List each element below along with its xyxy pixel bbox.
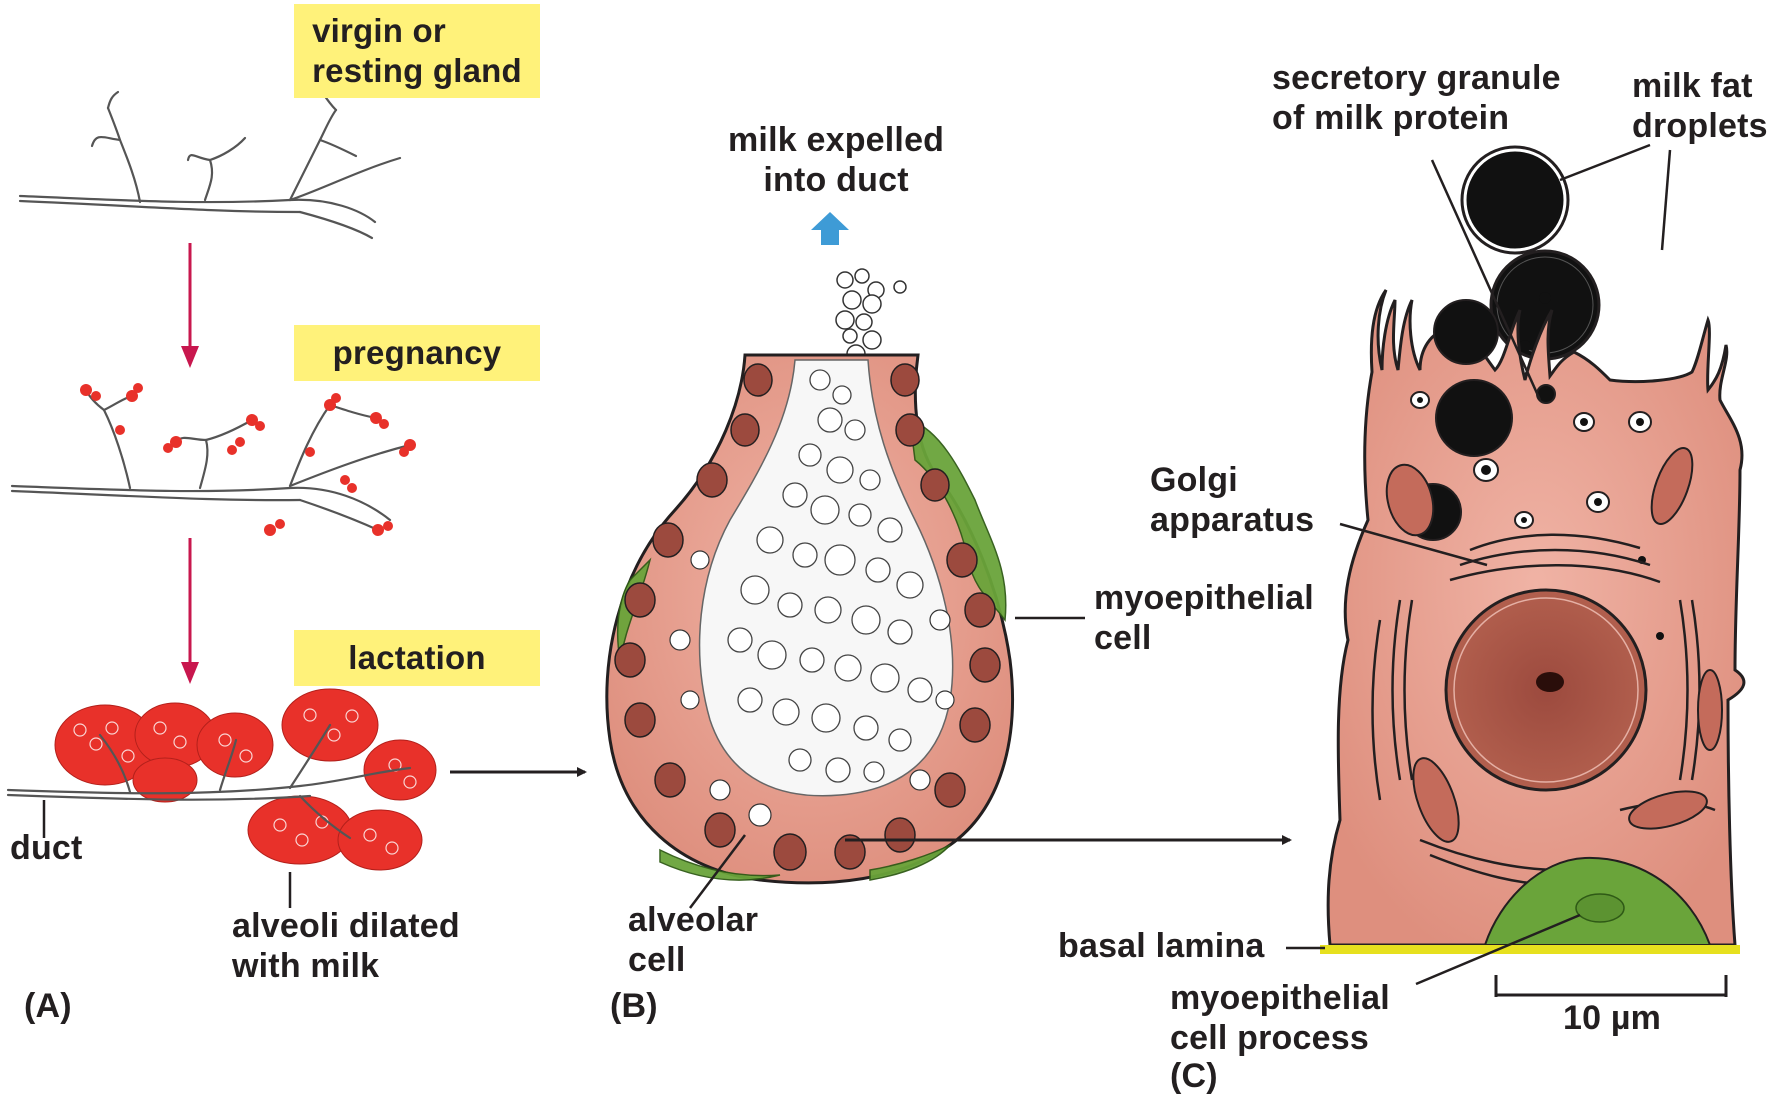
panel-a-drawings — [8, 92, 585, 908]
alveoli-label: alveoli dilated with milk — [232, 906, 460, 986]
milk-arrow-blue-icon — [811, 212, 849, 245]
panel-b-letter: (B) — [610, 986, 658, 1026]
panel-c-letter: (C) — [1170, 1056, 1218, 1096]
pregnancy-gland-tree — [12, 390, 410, 530]
milkfat-pointer-line-1 — [1560, 145, 1650, 180]
stage-arrow-2 — [181, 538, 199, 684]
scale-bar — [1496, 975, 1726, 997]
milk-expelled-label: milk expelled into duct — [728, 120, 944, 200]
pregnancy-buds — [80, 383, 416, 536]
myoepithelial-cell-label: myoepithelial cell — [1094, 578, 1314, 658]
stage-box-pregnancy: pregnancy — [294, 325, 540, 381]
virgin-gland-tree — [20, 92, 400, 238]
basal-lamina-band — [1320, 945, 1740, 954]
nucleolus — [1536, 672, 1564, 692]
stage-arrow-1 — [181, 243, 199, 368]
duct-label: duct — [10, 828, 83, 868]
basal-lamina-label: basal lamina — [1058, 926, 1265, 966]
stage-label-lactation: lactation — [348, 638, 486, 678]
golgi-apparatus-label: Golgi apparatus — [1150, 460, 1314, 540]
stage-box-virgin: virgin or resting gland — [294, 4, 540, 98]
milk-fat-droplets-label: milk fat droplets — [1632, 66, 1768, 146]
panel-c-drawings — [1286, 145, 1744, 997]
expelled-milk-bubbles — [836, 269, 906, 363]
panel-a-letter: (A) — [24, 986, 72, 1026]
released-fat-droplet-1 — [1465, 150, 1565, 250]
myoepithelial-process-label: myoepithelial cell process — [1170, 978, 1390, 1058]
stage-label-virgin: virgin or resting gland — [312, 11, 522, 91]
panel-b-drawings — [607, 212, 1290, 908]
milkfat-pointer-line-2 — [1662, 150, 1670, 250]
stage-label-pregnancy: pregnancy — [333, 333, 502, 373]
scale-bar-label: 10 µm — [1563, 998, 1661, 1038]
secretory-granule-label: secretory granule of milk protein — [1272, 58, 1561, 138]
stage-box-lactation: lactation — [294, 630, 540, 686]
alveolar-cell-label: alveolar cell — [628, 900, 758, 980]
lactation-alveoli — [55, 689, 436, 870]
